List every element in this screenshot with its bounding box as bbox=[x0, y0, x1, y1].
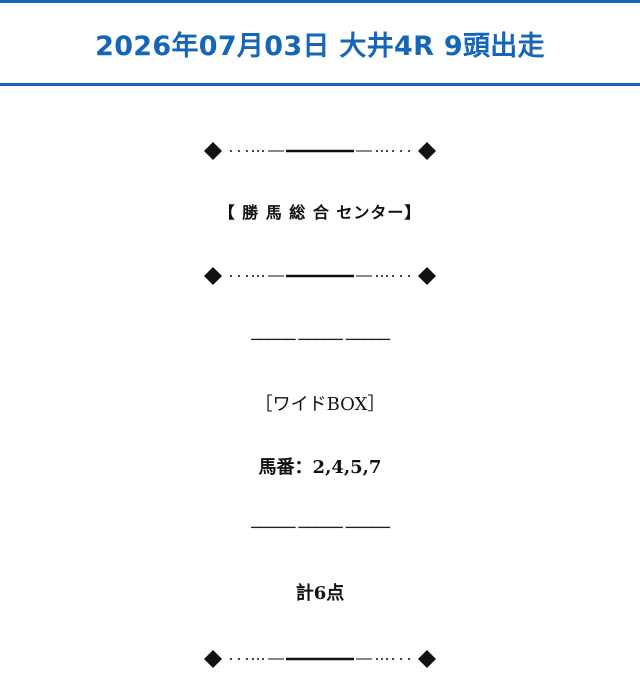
total-points: 計6点 bbox=[295, 583, 345, 604]
bet-type-label: ［ワイドBOX］ bbox=[254, 394, 386, 415]
page-title: 2026年07月03日 大井4R 9頭出走 bbox=[95, 30, 545, 62]
diamond-divider-icon bbox=[204, 142, 436, 160]
diamond-divider-icon bbox=[204, 650, 436, 668]
section-divider: ───── ───── ───── bbox=[251, 330, 390, 349]
source-label: 【 勝 馬 総 合 センター】 bbox=[218, 203, 422, 222]
horse-numbers: 馬番：2,4,5,7 bbox=[258, 457, 382, 478]
diamond-divider-icon bbox=[204, 267, 436, 285]
section-divider: ───── ───── ───── bbox=[251, 518, 390, 537]
page-header: 2026年07月03日 大井4R 9頭出走 bbox=[0, 0, 640, 86]
